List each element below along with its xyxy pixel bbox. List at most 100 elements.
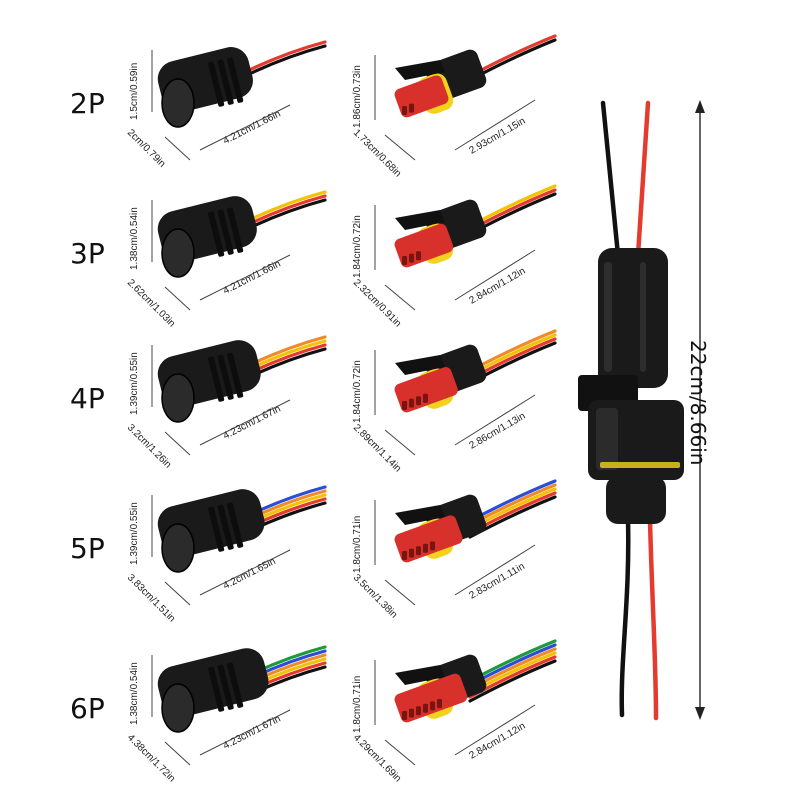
terminal-hole <box>402 401 407 410</box>
dim-line-depth <box>164 431 191 456</box>
terminal-hole <box>409 103 414 113</box>
dim-line-depth <box>384 284 416 311</box>
wire <box>243 44 327 78</box>
terminal-hole <box>409 398 414 408</box>
male-connector <box>151 485 327 606</box>
dim-line-depth <box>384 429 416 456</box>
male-ridge <box>208 211 225 257</box>
male-ridge <box>208 506 225 552</box>
highlight <box>596 408 618 470</box>
row-4p <box>151 329 557 456</box>
male-face <box>161 78 195 128</box>
pin-count-label: 6P <box>70 692 105 725</box>
dim-line-length <box>199 399 291 446</box>
female-height-label: 1.84cm/0.72in <box>352 360 363 423</box>
male-ridge <box>208 666 225 712</box>
assembled-seal <box>600 462 680 468</box>
terminal-hole <box>409 548 414 558</box>
male-ridge <box>217 664 234 710</box>
wire <box>243 40 327 74</box>
male-face <box>161 523 195 573</box>
female-connector <box>374 639 557 766</box>
terminal-hole <box>423 703 428 713</box>
dim-line-depth <box>164 136 191 161</box>
male-ridge <box>227 352 244 398</box>
wire-red-bottom <box>647 517 659 721</box>
assembled-top-housing <box>598 248 668 388</box>
male-ridge <box>217 354 234 400</box>
wire-black-top <box>600 100 621 258</box>
female-latch <box>395 505 445 525</box>
dim-line-depth <box>164 286 191 311</box>
male-connector <box>151 190 327 311</box>
wire <box>243 190 327 224</box>
female-latch <box>395 665 445 685</box>
dim-line-depth <box>384 134 416 161</box>
female-height-label: 1.8cm/0.71in <box>352 675 363 733</box>
dim-line-depth <box>384 739 416 766</box>
male-ridge <box>208 356 225 402</box>
terminal-hole <box>416 251 421 261</box>
male-height-label: 1.38cm/0.54in <box>129 207 140 270</box>
highlight <box>604 262 612 372</box>
dim-line-length <box>199 104 291 151</box>
terminal-hole <box>409 253 414 263</box>
pin-count-label: 5P <box>70 532 105 565</box>
female-height-label: 1.86cm/0.73in <box>352 65 363 128</box>
male-ridge <box>227 57 244 103</box>
wire <box>468 659 557 703</box>
arrow-head-bottom <box>695 707 705 720</box>
dim-line-depth <box>384 579 416 606</box>
terminal-hole <box>416 546 421 556</box>
terminal-hole <box>430 701 435 711</box>
wire <box>243 194 327 228</box>
row-2p <box>151 34 557 161</box>
dim-line-length <box>454 394 536 446</box>
dim-line-depth <box>164 581 191 606</box>
terminal-hole <box>402 106 407 115</box>
wire-black-bottom <box>619 517 631 718</box>
male-connector <box>151 40 327 161</box>
male-height-label: 1.5cm/0.59in <box>129 62 140 120</box>
female-latch <box>395 355 445 375</box>
male-ridge <box>227 207 244 253</box>
male-ridge <box>217 59 234 105</box>
terminal-hole <box>423 543 428 553</box>
male-face <box>161 228 195 278</box>
female-height-label: 1.84cm/0.72in <box>352 215 363 278</box>
male-connector <box>151 335 327 456</box>
pin-count-label: 4P <box>70 382 105 415</box>
female-connector <box>374 479 557 606</box>
terminal-hole <box>430 541 435 551</box>
male-height-label: 1.38cm/0.54in <box>129 662 140 725</box>
dim-line-length <box>454 544 536 596</box>
terminal-hole <box>409 708 414 718</box>
dim-line-length <box>454 249 536 301</box>
assembled-connector <box>578 100 705 721</box>
male-face <box>161 683 195 733</box>
dim-line-length <box>199 709 291 756</box>
female-connector <box>374 184 557 311</box>
total-length-label: 22cm/8.66in <box>686 340 710 466</box>
terminal-hole <box>423 393 428 403</box>
row-6p <box>151 639 557 766</box>
dim-line-depth <box>164 741 191 766</box>
terminal-hole <box>416 706 421 716</box>
male-ridge <box>227 662 244 708</box>
male-ridge <box>217 504 234 550</box>
arrow-head-top <box>695 100 705 113</box>
dim-line-length <box>199 254 291 301</box>
female-height-label: 1.8cm/0.71in <box>352 515 363 573</box>
pin-count-label: 2P <box>70 87 105 120</box>
assembled-tail <box>606 476 666 524</box>
male-ridge <box>217 209 234 255</box>
male-ridge <box>208 61 225 107</box>
male-height-label: 1.39cm/0.55in <box>129 502 140 565</box>
highlight <box>640 262 646 372</box>
male-connector <box>151 645 327 766</box>
female-connector <box>374 329 557 456</box>
dim-line-length <box>454 99 536 151</box>
male-ridge <box>227 502 244 548</box>
